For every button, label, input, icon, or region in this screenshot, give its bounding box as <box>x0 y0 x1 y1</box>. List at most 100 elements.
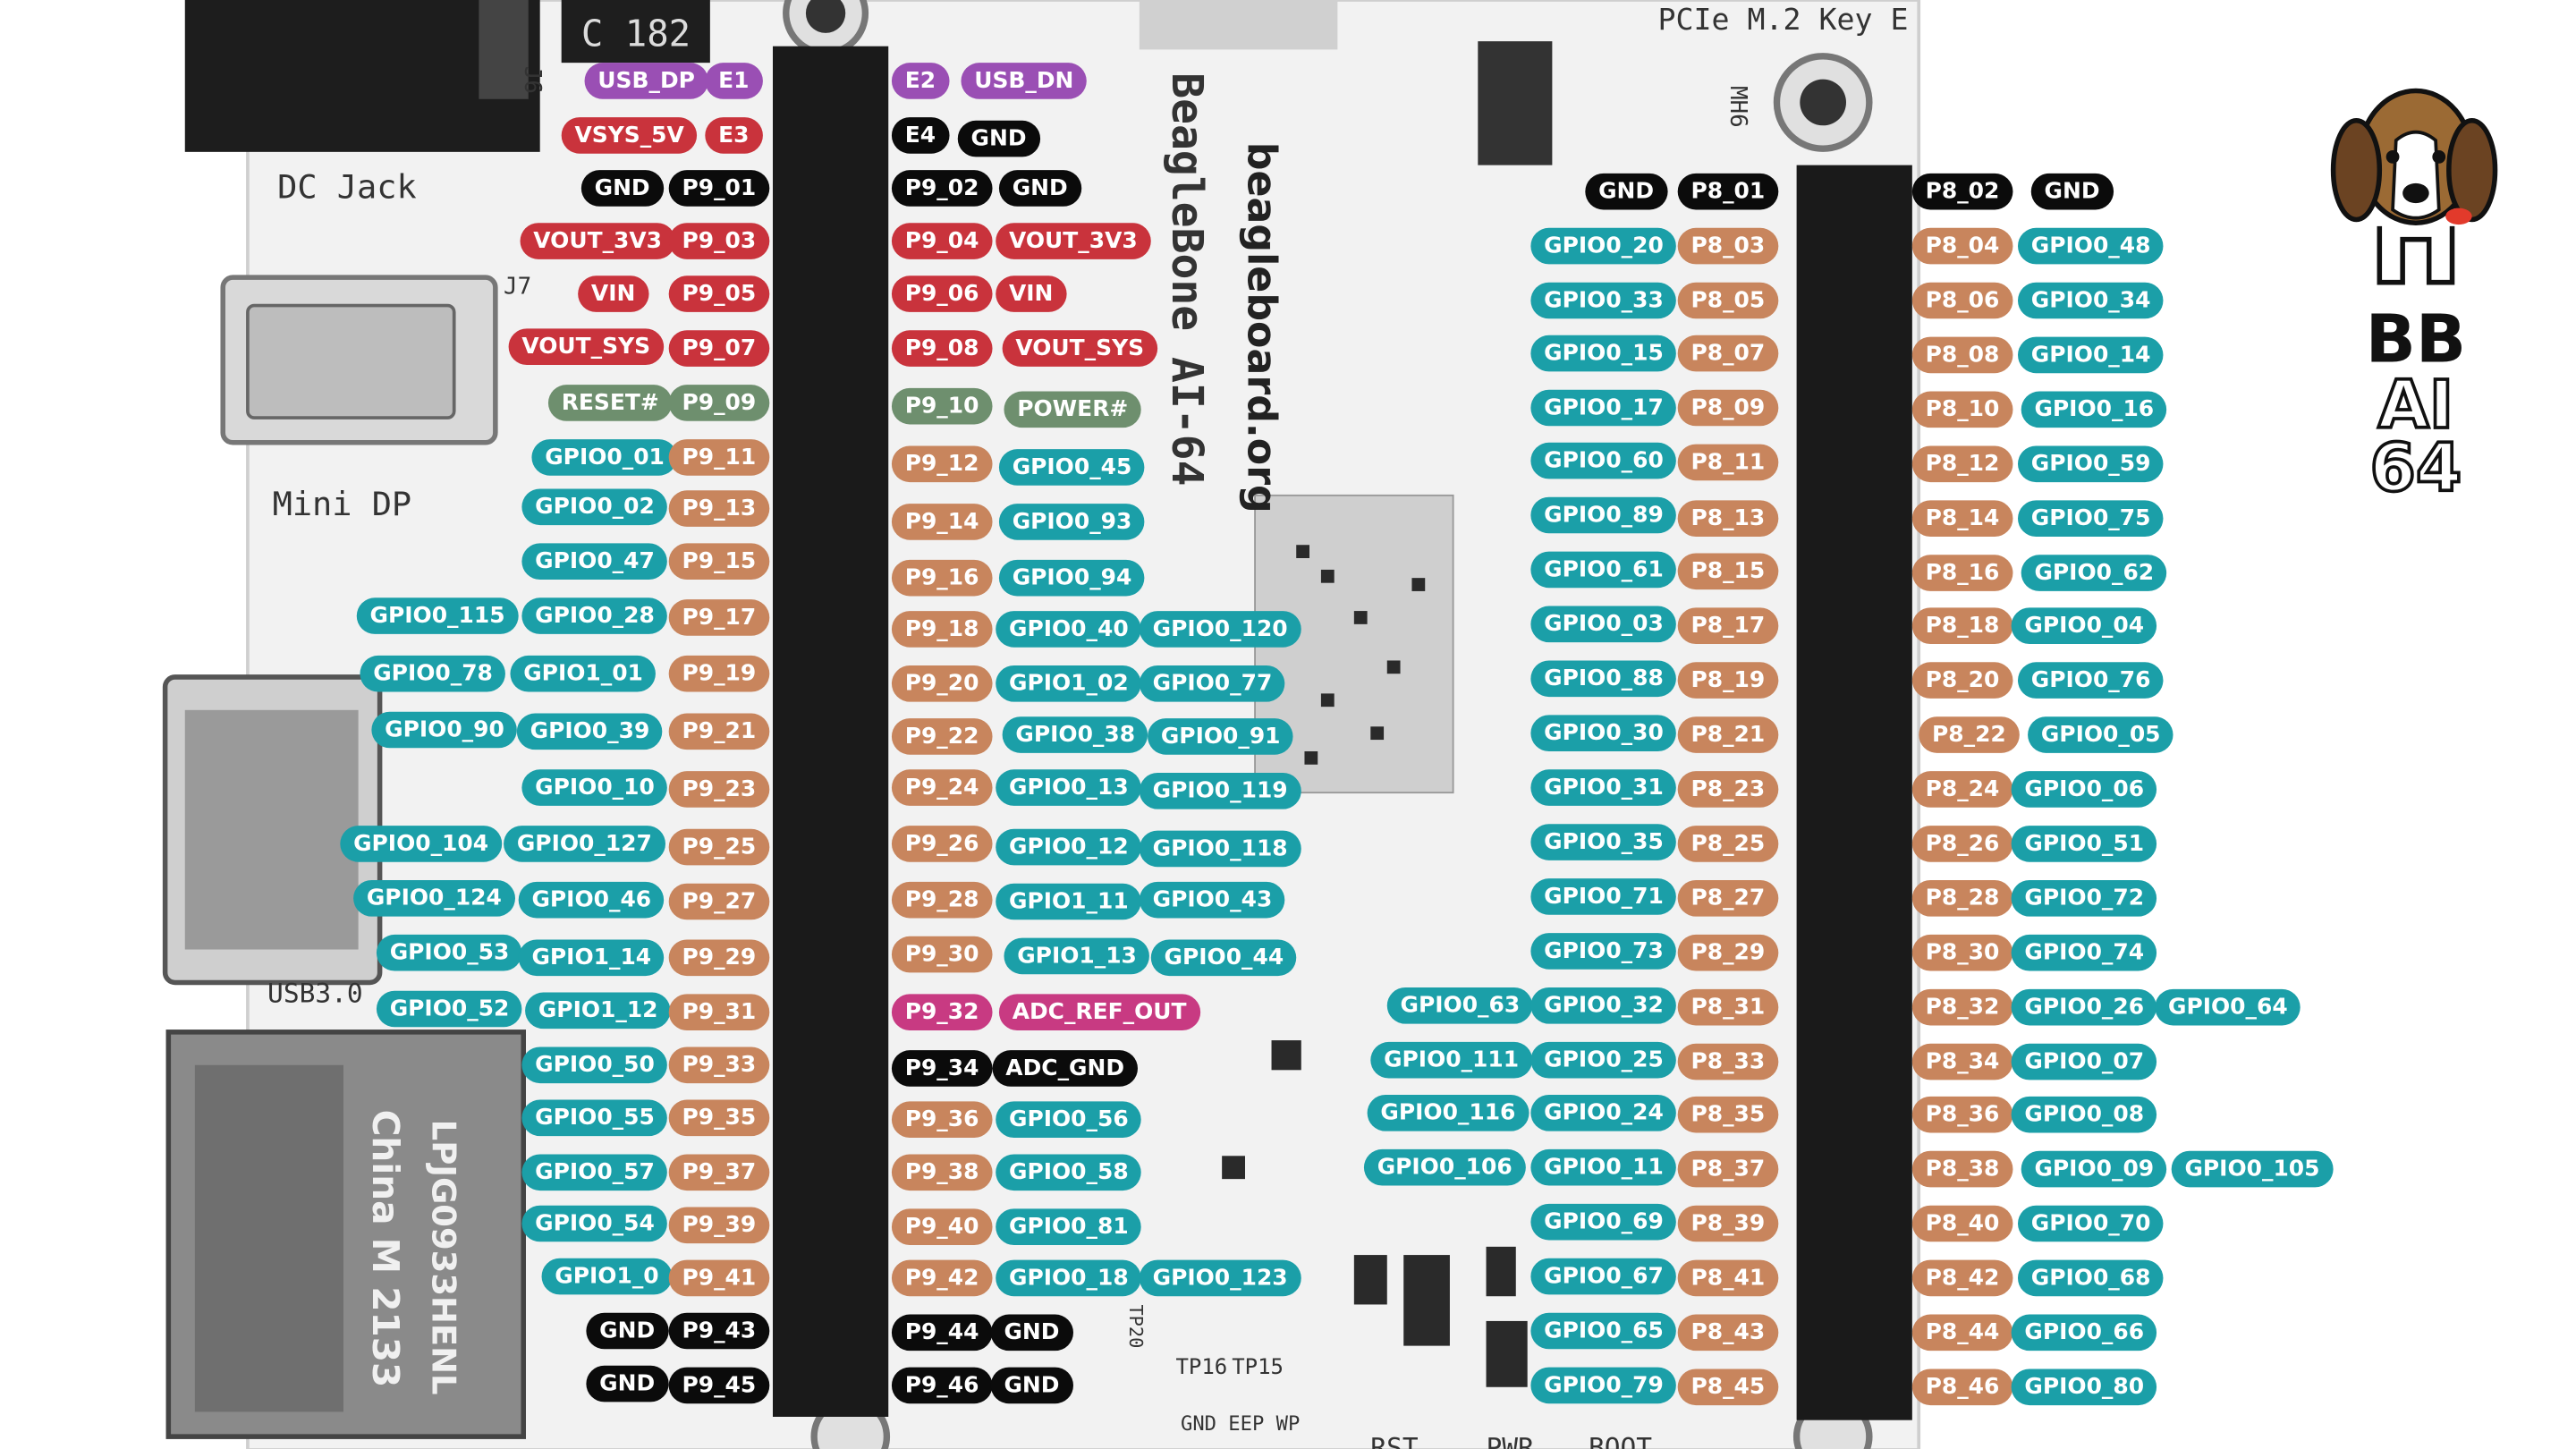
jack-marking: LPJG0933HENL <box>425 1120 463 1395</box>
pin-label-gpio0-25: GPIO0_25 <box>1530 1042 1676 1079</box>
pin-label-p9-10: P9_10 <box>892 388 992 425</box>
pin-label-p9-02: P9_02 <box>892 170 992 207</box>
pin-label-gnd: GND <box>991 1315 1073 1352</box>
pin-label-gpio0-63: GPIO0_63 <box>1387 987 1533 1024</box>
pin-label-p8-13: P8_13 <box>1678 500 1778 537</box>
pin-label-p8-20: P8_20 <box>1912 662 2012 699</box>
pin-label-p8-01: P8_01 <box>1678 174 1778 210</box>
pin-label-p8-04: P8_04 <box>1912 228 2012 265</box>
pin-label-gpio0-48: GPIO0_48 <box>2018 228 2164 265</box>
pin-label-gpio0-20: GPIO0_20 <box>1530 228 1676 265</box>
pin-label-gnd: GND <box>2031 174 2114 210</box>
brand-line-1: BB <box>2325 307 2506 373</box>
pin-label-gpio0-93: GPIO0_93 <box>999 504 1145 540</box>
pin-label-vout-sys: VOUT_SYS <box>1003 330 1157 367</box>
pin-label-vsys-5v: VSYS_5V <box>562 117 698 154</box>
pin-label-gpio0-76: GPIO0_76 <box>2018 662 2164 699</box>
pin-label-gpio1-12: GPIO1_12 <box>525 993 671 1030</box>
pin-label-gpio0-40: GPIO0_40 <box>996 611 1141 648</box>
pin-label-p8-32: P8_32 <box>1912 989 2012 1026</box>
pin-label-p8-08: P8_08 <box>1912 337 2012 374</box>
pin-label-gpio0-90: GPIO0_90 <box>371 712 517 749</box>
pin-label-gpio0-79: GPIO0_79 <box>1530 1368 1676 1404</box>
pin-label-gpio0-09: GPIO0_09 <box>2021 1151 2167 1188</box>
pin-label-vin: VIN <box>996 275 1066 312</box>
pin-label-gpio0-74: GPIO0_74 <box>2012 935 2157 971</box>
pin-label-gpio0-72: GPIO0_72 <box>2012 880 2157 917</box>
pin-label-gpio0-71: GPIO0_71 <box>1530 878 1676 915</box>
pin-label-gpio0-12: GPIO0_12 <box>996 829 1141 866</box>
pin-label-p8-27: P8_27 <box>1678 880 1778 917</box>
pin-label-gpio0-53: GPIO0_53 <box>377 935 522 971</box>
pin-label-p8-11: P8_11 <box>1678 445 1778 481</box>
pin-label-p8-03: P8_03 <box>1678 228 1778 265</box>
pin-label-e1: E1 <box>705 63 762 99</box>
pin-label-p9-01: P9_01 <box>669 170 769 207</box>
pin-label-gpio0-04: GPIO0_04 <box>2012 607 2157 644</box>
pin-label-gpio1-14: GPIO1_14 <box>519 939 665 976</box>
pin-label-gpio0-18: GPIO0_18 <box>996 1260 1141 1297</box>
pin-label-p9-41: P9_41 <box>669 1260 769 1297</box>
pin-label-gpio0-45: GPIO0_45 <box>999 449 1145 486</box>
pin-label-p8-21: P8_21 <box>1678 716 1778 753</box>
pin-label-p8-38: P8_38 <box>1912 1151 2012 1188</box>
pin-label-p9-08: P9_08 <box>892 330 992 367</box>
silk-tp20: TP20 <box>1125 1304 1147 1348</box>
pin-label-gpio0-115: GPIO0_115 <box>357 597 519 634</box>
pin-label-p8-22: P8_22 <box>1919 716 2019 753</box>
pin-label-p8-16: P8_16 <box>1912 555 2012 591</box>
pin-label-gpio0-14: GPIO0_14 <box>2018 337 2164 374</box>
pin-label-p8-41: P8_41 <box>1678 1260 1778 1297</box>
pin-label-p8-40: P8_40 <box>1912 1206 2012 1242</box>
pin-label-p9-05: P9_05 <box>669 275 769 312</box>
pin-label-gpio1-11: GPIO1_11 <box>996 884 1141 920</box>
pin-label-gpio0-59: GPIO0_59 <box>2018 445 2164 482</box>
silk-mh6: MH6 <box>1724 86 1751 128</box>
pin-label-p9-33: P9_33 <box>669 1046 769 1083</box>
pin-label-p8-07: P8_07 <box>1678 335 1778 372</box>
pin-label-gpio0-31: GPIO0_31 <box>1530 769 1676 806</box>
pin-label-gpio0-11: GPIO0_11 <box>1530 1149 1676 1186</box>
pin-label-usb-dp: USB_DP <box>585 63 708 99</box>
pin-label-p9-20: P9_20 <box>892 665 992 702</box>
silk-mini-dp: Mini DP <box>273 485 412 523</box>
pin-label-gpio0-73: GPIO0_73 <box>1530 933 1676 970</box>
pin-label-p8-10: P8_10 <box>1912 392 2012 428</box>
pin-label-usb-dn: USB_DN <box>961 63 1087 99</box>
pin-label-p8-46: P8_46 <box>1912 1368 2012 1405</box>
pin-label-gnd: GND <box>1585 174 1667 210</box>
silk-boot: BOOT <box>1589 1432 1652 1449</box>
pin-label-gpio0-66: GPIO0_66 <box>2012 1315 2157 1352</box>
pin-label-gpio0-94: GPIO0_94 <box>999 560 1145 597</box>
pin-label-gpio0-88: GPIO0_88 <box>1530 660 1676 697</box>
pin-label-gpio0-51: GPIO0_51 <box>2012 826 2157 862</box>
pin-label-gpio0-70: GPIO0_70 <box>2018 1206 2164 1242</box>
pin-label-gpio0-33: GPIO0_33 <box>1530 283 1676 319</box>
silk-tp16: TP16 <box>1175 1354 1227 1379</box>
pin-label-p9-15: P9_15 <box>669 543 769 580</box>
pin-label-p9-42: P9_42 <box>892 1260 992 1297</box>
pin-label-p8-31: P8_31 <box>1678 989 1778 1026</box>
pin-label-p8-43: P8_43 <box>1678 1315 1778 1352</box>
pin-label-p9-23: P9_23 <box>669 771 769 808</box>
pin-label-gpio0-65: GPIO0_65 <box>1530 1313 1676 1350</box>
chip-label: C 182 <box>581 13 691 55</box>
pin-label-gpio0-05: GPIO0_05 <box>2028 716 2174 753</box>
pin-label-p8-12: P8_12 <box>1912 445 2012 482</box>
pin-label-gpio0-10: GPIO0_10 <box>521 769 667 806</box>
pin-label-p8-29: P8_29 <box>1678 935 1778 971</box>
pin-label-p8-35: P8_35 <box>1678 1097 1778 1133</box>
pin-label-p9-30: P9_30 <box>892 936 992 973</box>
pin-label-p9-36: P9_36 <box>892 1101 992 1138</box>
pin-label-p8-06: P8_06 <box>1912 283 2012 319</box>
pin-label-p8-05: P8_05 <box>1678 283 1778 319</box>
pin-label-gpio0-17: GPIO0_17 <box>1530 390 1676 427</box>
pin-label-p9-27: P9_27 <box>669 884 769 920</box>
silk-rst: RST <box>1370 1432 1419 1449</box>
pin-label-vout-3v3: VOUT_3V3 <box>996 223 1150 259</box>
pin-label-p9-24: P9_24 <box>892 769 992 806</box>
pin-label-gpio0-116: GPIO0_116 <box>1368 1095 1530 1131</box>
pin-label-p8-14: P8_14 <box>1912 500 2012 537</box>
pin-label-gnd: GND <box>586 1366 668 1402</box>
